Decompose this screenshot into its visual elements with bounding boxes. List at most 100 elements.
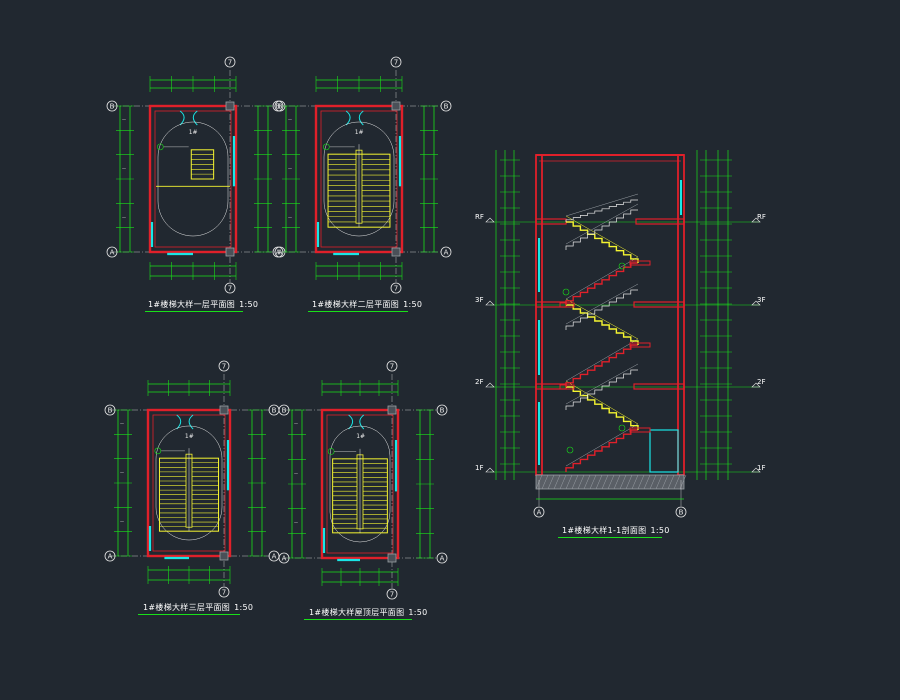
axis-bubble-7-bottom-label: 7 bbox=[394, 285, 398, 293]
section-slab bbox=[633, 383, 685, 390]
room-label: 1# bbox=[189, 129, 198, 136]
axis-bubble-7 bbox=[390, 56, 402, 68]
hatch-line bbox=[637, 474, 645, 490]
hatch-line bbox=[559, 474, 567, 490]
level-marker-1f bbox=[485, 467, 495, 473]
level-label-1f-left: 1F bbox=[475, 464, 484, 472]
landing-outline bbox=[323, 121, 395, 237]
plan-title-1-scale: 1:50 bbox=[239, 300, 259, 309]
dimension-text: — bbox=[288, 166, 292, 171]
axis-bubble-a bbox=[278, 552, 290, 564]
wall-inner bbox=[152, 414, 226, 552]
hatch-line bbox=[631, 474, 639, 490]
plan-title-3-underline bbox=[138, 614, 240, 615]
axis-bubble-7-label: 7 bbox=[222, 363, 226, 371]
section-title-scale: 1:50 bbox=[650, 526, 670, 535]
wall-inner bbox=[326, 414, 394, 554]
hatch-line bbox=[607, 474, 615, 490]
axis-bubble-a-label: A bbox=[108, 553, 113, 561]
landing-slab bbox=[629, 342, 651, 348]
door-swing bbox=[348, 414, 365, 430]
axis-bubble-b bbox=[104, 404, 116, 416]
dimension-text: — bbox=[294, 470, 298, 475]
callout-symbol bbox=[562, 288, 570, 296]
callout-symbol bbox=[157, 143, 164, 151]
stair-flight-section bbox=[566, 386, 639, 430]
level-marker-2f bbox=[485, 382, 495, 388]
axis-bubble-a-label: A bbox=[110, 249, 115, 257]
wall-outline bbox=[148, 104, 238, 254]
stair-flight-section bbox=[566, 304, 639, 345]
plan-title-4-text: 1#楼梯大样屋顶层平面图 bbox=[309, 608, 405, 617]
axis-bubble-7-bottom bbox=[390, 282, 402, 294]
door-swing bbox=[345, 110, 364, 126]
stair-flight-section bbox=[565, 209, 638, 250]
column-marker bbox=[219, 405, 229, 415]
callout-symbol bbox=[618, 424, 626, 432]
dimension-text: — bbox=[122, 117, 126, 122]
hatch-line bbox=[547, 474, 555, 490]
level-marker-2f-right bbox=[751, 382, 761, 388]
axis-bubble-section-a bbox=[533, 506, 545, 518]
axis-bubble-7-bottom bbox=[386, 588, 398, 600]
stair-flight-section bbox=[566, 221, 639, 263]
wall-outline bbox=[314, 104, 404, 254]
axis-bubble-7 bbox=[218, 360, 230, 372]
handrail-section bbox=[565, 193, 639, 217]
callout-symbol bbox=[327, 448, 335, 455]
callout-symbol bbox=[154, 447, 162, 455]
handrail-section bbox=[565, 338, 639, 382]
axis-bubble-section-b-label: B bbox=[679, 509, 684, 517]
landing-slab bbox=[559, 384, 575, 390]
axis-bubble-7-bottom-label: 7 bbox=[390, 591, 394, 599]
landing-outline bbox=[155, 425, 223, 541]
hatch-line bbox=[583, 474, 591, 490]
column-marker bbox=[391, 101, 401, 111]
level-label-1f-right: 1F bbox=[757, 464, 766, 472]
axis-bubble-b-right bbox=[436, 404, 448, 416]
axis-bubble-section-a-label: A bbox=[537, 509, 542, 517]
level-label-rf-left: RF bbox=[475, 213, 484, 221]
axis-bubble-a-label: A bbox=[282, 555, 287, 563]
plan-title-2-scale: 1:50 bbox=[403, 300, 423, 309]
hatch-line bbox=[553, 474, 561, 490]
column-marker bbox=[387, 405, 397, 415]
dimension-text: — bbox=[288, 117, 292, 122]
room-label: 1# bbox=[356, 433, 365, 440]
axis-bubble-7-bottom bbox=[218, 586, 230, 598]
level-label-rf-right: RF bbox=[757, 213, 766, 221]
plan-title-3-scale: 1:50 bbox=[234, 603, 254, 612]
axis-bubble-b-right bbox=[440, 100, 452, 112]
hatch-line bbox=[619, 474, 627, 490]
hatch-line bbox=[595, 474, 603, 490]
axis-bubble-b-right-label: B bbox=[278, 103, 283, 111]
column-marker bbox=[387, 553, 397, 563]
handrail-section bbox=[565, 283, 639, 325]
plan-title-2-text: 1#楼梯大样二层平面图 bbox=[312, 300, 400, 309]
axis-bubble-b-right-label: B bbox=[440, 407, 445, 415]
hatch-line bbox=[643, 474, 651, 490]
axis-bubble-7-label: 7 bbox=[394, 59, 398, 67]
hatch-line bbox=[589, 474, 597, 490]
ground-hatch bbox=[535, 474, 685, 490]
stair-flight-section bbox=[565, 429, 638, 472]
hatch-line bbox=[649, 474, 657, 490]
axis-bubble-7-label: 7 bbox=[390, 363, 394, 371]
handrail-section bbox=[565, 203, 639, 245]
section-title-text: 1#楼梯大样1-1剖面图 bbox=[562, 526, 647, 535]
axis-bubble-b-label: B bbox=[108, 407, 113, 415]
door-swing bbox=[179, 110, 198, 126]
landing-outline bbox=[157, 121, 229, 237]
axis-bubble-7-bottom bbox=[224, 282, 236, 294]
callout-symbol bbox=[566, 446, 574, 454]
plan-title-4-scale: 1:50 bbox=[408, 608, 428, 617]
level-marker-3f bbox=[485, 300, 495, 306]
plan-title-2-underline bbox=[308, 311, 408, 312]
level-label-3f-left: 3F bbox=[475, 296, 484, 304]
dimension-text: — bbox=[120, 470, 124, 475]
landing-slab bbox=[559, 302, 575, 308]
